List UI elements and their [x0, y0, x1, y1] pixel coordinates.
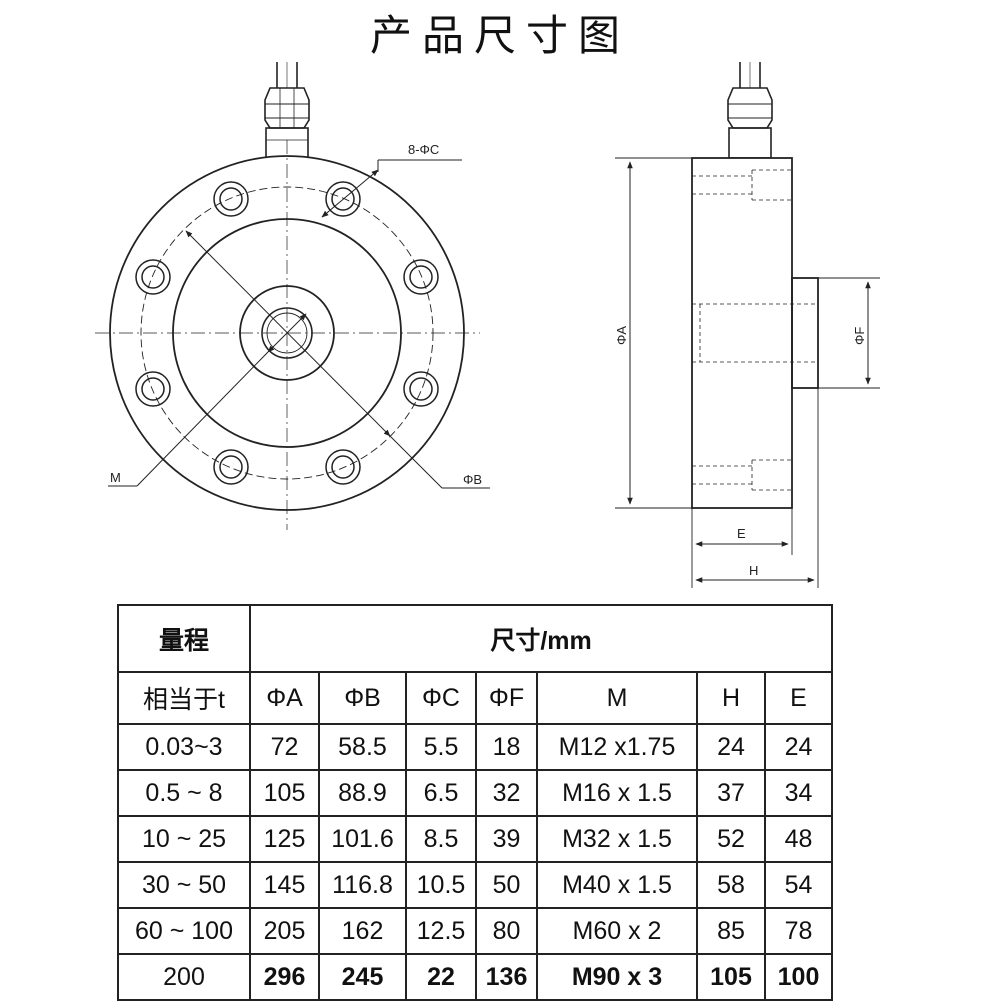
table-cell: 58.5	[318, 723, 407, 771]
table-cell: 88.9	[318, 769, 407, 817]
col-header: M	[536, 671, 698, 725]
table-cell: M16 x 1.5	[536, 769, 698, 817]
table-row: 200 296 245 22 136 M90 x 3 105 100	[117, 953, 834, 1001]
table-cell: 22	[405, 953, 477, 1001]
table-cell: 200	[117, 953, 251, 1001]
table-cell: M32 x 1.5	[536, 815, 698, 863]
table-cell: 245	[318, 953, 407, 1001]
table-cell: 78	[763, 907, 834, 955]
bolt-circle-label: ΦB	[463, 472, 482, 487]
page-title: 产品尺寸图	[369, 11, 630, 60]
table-cell: 60 ~ 100	[117, 907, 251, 955]
range-header: 量程	[117, 604, 251, 673]
column-header-row: 相当于t ΦA ΦB ΦC ΦF M H E	[117, 671, 834, 725]
table-row: 0.5 ~ 8 105 88.9 6.5 32 M16 x 1.5 37 34	[117, 769, 834, 817]
thread-label: M	[110, 470, 121, 485]
table-row: 60 ~ 100 205 162 12.5 80 M60 x 2 85 78	[117, 907, 834, 955]
table-cell: 105	[696, 953, 766, 1001]
table-cell: 10.5	[405, 861, 477, 909]
table-cell: 50	[475, 861, 538, 909]
table-cell: 54	[763, 861, 834, 909]
load-cell-drawing: 8-ΦC ΦB M	[95, 62, 880, 588]
table-cell: 85	[696, 907, 766, 955]
table-cell: 8.5	[405, 815, 477, 863]
col-header: ΦB	[318, 671, 407, 725]
table-cell: 10 ~ 25	[117, 815, 251, 863]
h-label: H	[749, 563, 758, 578]
table-cell: 136	[475, 953, 538, 1001]
table-cell: 116.8	[318, 861, 407, 909]
table-cell: 32	[475, 769, 538, 817]
table-row: 30 ~ 50 145 116.8 10.5 50 M40 x 1.5 58 5…	[117, 861, 834, 909]
table-cell: 34	[763, 769, 834, 817]
table-cell: 12.5	[405, 907, 477, 955]
col-header: 相当于t	[117, 671, 251, 725]
table-cell: 6.5	[405, 769, 477, 817]
e-label: E	[737, 526, 746, 541]
bolt-holes-label: 8-ΦC	[408, 142, 439, 157]
boss-dia-label: ΦF	[852, 327, 867, 345]
table-cell: 52	[696, 815, 766, 863]
table-cell: 0.03~3	[117, 723, 251, 771]
table-cell: 18	[475, 723, 538, 771]
col-header: E	[763, 671, 834, 725]
table-cell: 24	[696, 723, 766, 771]
col-header: H	[696, 671, 766, 725]
table-cell: 5.5	[405, 723, 477, 771]
table-cell: 48	[763, 815, 834, 863]
group-header-row: 量程 尺寸/mm	[117, 604, 834, 673]
table-cell: 125	[249, 815, 320, 863]
table-cell: 205	[249, 907, 320, 955]
table-cell: 101.6	[318, 815, 407, 863]
table-cell: 58	[696, 861, 766, 909]
col-header: ΦC	[405, 671, 477, 725]
table-cell: 162	[318, 907, 407, 955]
table-cell: 39	[475, 815, 538, 863]
table-cell: 80	[475, 907, 538, 955]
table-cell: M40 x 1.5	[536, 861, 698, 909]
spec-table: 量程 尺寸/mm 相当于t ΦA ΦB ΦC ΦF M H E 0.03~3 7…	[117, 604, 834, 1001]
table-cell: 296	[249, 953, 320, 1001]
outer-dia-label: ΦA	[614, 326, 629, 345]
table-cell: 0.5 ~ 8	[117, 769, 251, 817]
front-view	[95, 62, 490, 530]
table-cell: M90 x 3	[536, 953, 698, 1001]
table-cell: 105	[249, 769, 320, 817]
table-row: 0.03~3 72 58.5 5.5 18 M12 x1.75 24 24	[117, 723, 834, 771]
table-row: 10 ~ 25 125 101.6 8.5 39 M32 x 1.5 52 48	[117, 815, 834, 863]
table-cell: M12 x1.75	[536, 723, 698, 771]
dims-header: 尺寸/mm	[248, 604, 834, 673]
col-header: ΦA	[249, 671, 320, 725]
table-cell: 100	[763, 953, 834, 1001]
table-cell: M60 x 2	[536, 907, 698, 955]
col-header: ΦF	[475, 671, 538, 725]
table-cell: 30 ~ 50	[117, 861, 251, 909]
side-view	[615, 62, 880, 588]
table-cell: 37	[696, 769, 766, 817]
table-cell: 72	[249, 723, 320, 771]
table-cell: 24	[763, 723, 834, 771]
table-cell: 145	[249, 861, 320, 909]
